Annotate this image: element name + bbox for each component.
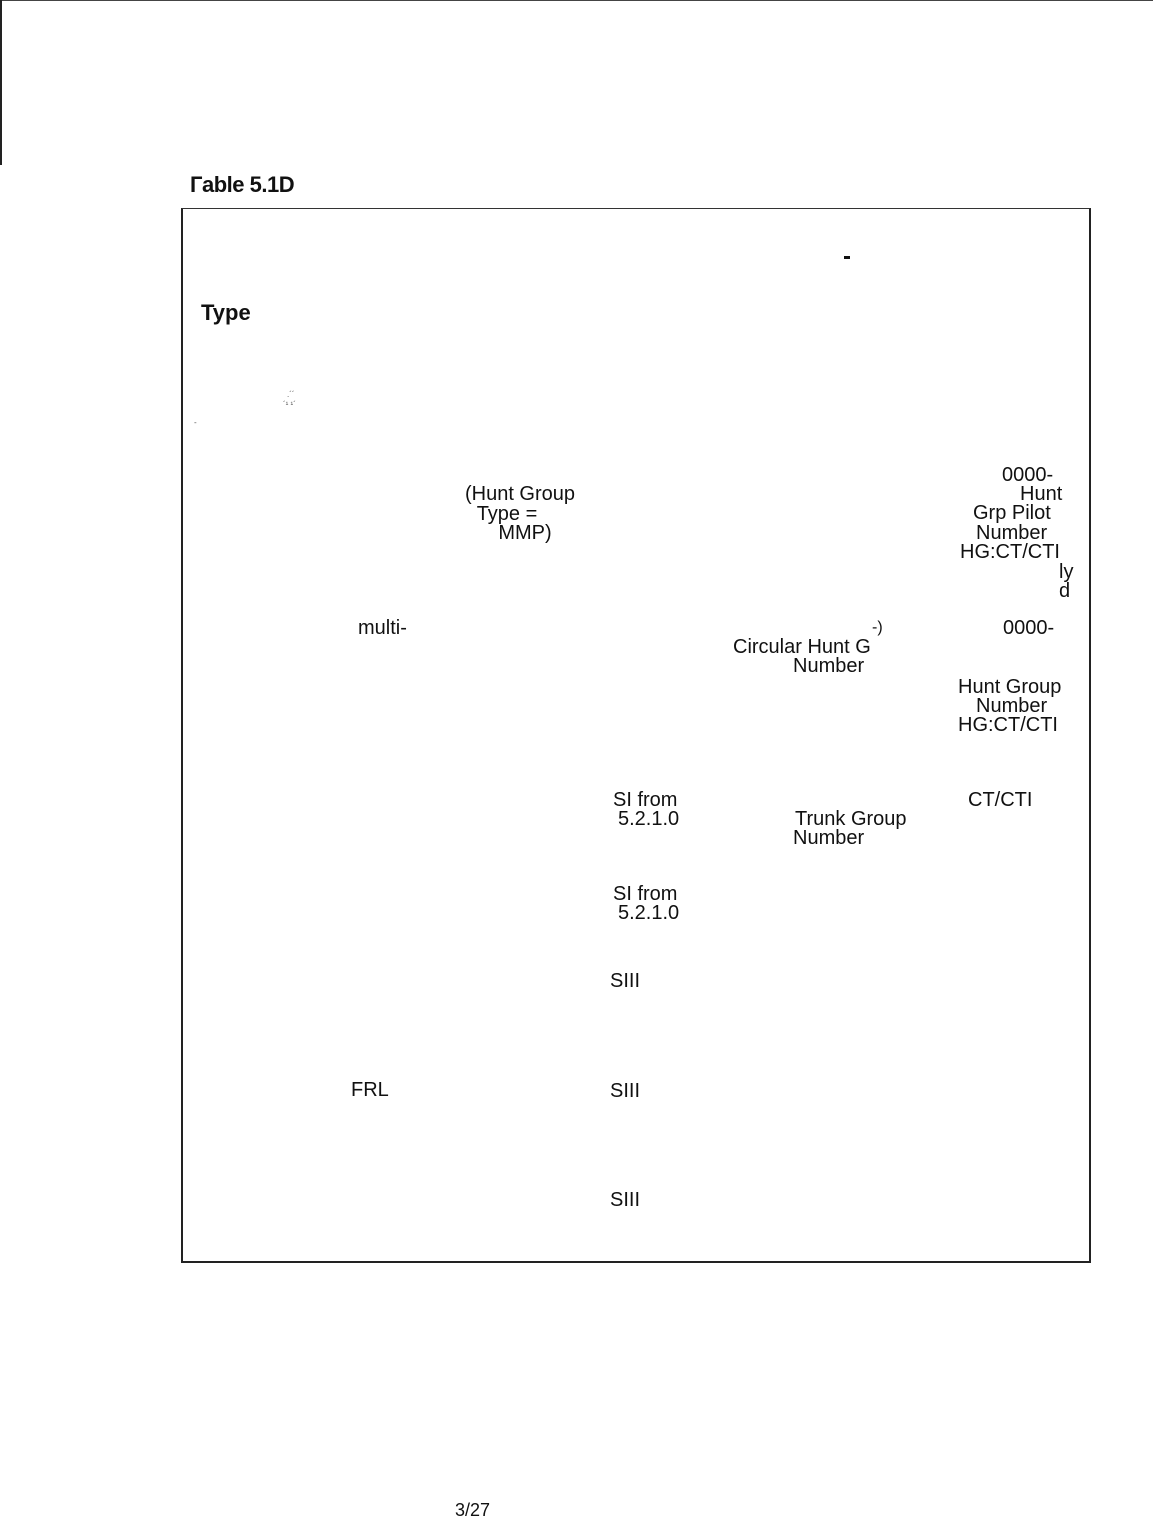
ct-cti-label: CT/CTI bbox=[968, 789, 1033, 811]
pilot-line6: ly bbox=[1059, 561, 1074, 583]
pilot-line3: Grp Pilot bbox=[973, 502, 1051, 524]
frl-label: FRL bbox=[351, 1079, 389, 1101]
pilot-line2: Hunt bbox=[1020, 483, 1063, 505]
hunt-line4: HG:CT/CTI bbox=[958, 714, 1058, 736]
table-caption: Гable 5.1D bbox=[190, 172, 295, 197]
hunt-group-type-line3: MMP) bbox=[498, 522, 552, 544]
hunt-line1: 0000- bbox=[1003, 617, 1055, 639]
pilot-line7: d bbox=[1059, 580, 1071, 602]
pilot-line1: 0000- bbox=[1002, 464, 1054, 486]
trunk-group-line2: Number bbox=[793, 827, 865, 849]
hunt-group-type-line1: (Hunt Group bbox=[464, 483, 576, 505]
header-type-label: Type bbox=[201, 300, 251, 325]
si-from-b-line1: SI from bbox=[613, 883, 678, 905]
si-from-b-line2: 5.2.1.0 bbox=[618, 902, 680, 924]
page-top-rule bbox=[0, 0, 1153, 1]
hunt-line3: Number bbox=[976, 695, 1048, 717]
circular-hunt-line2: Number bbox=[793, 655, 865, 677]
multi-label: multi- bbox=[358, 617, 407, 639]
siii-b: SIII bbox=[610, 1080, 641, 1102]
scan-mark-c: - bbox=[194, 418, 197, 427]
page-left-rule bbox=[0, 0, 2, 165]
hunt-line2: Hunt Group bbox=[958, 676, 1062, 698]
hunt-group-type-line2: Type = bbox=[476, 503, 538, 525]
pilot-line4: Number bbox=[976, 522, 1048, 544]
trunk-group-line1: Trunk Group bbox=[795, 808, 907, 830]
siii-a: SIII bbox=[610, 970, 641, 992]
scan-mark-a: .´´ bbox=[287, 390, 295, 399]
si-from-a-line1: SI from bbox=[613, 789, 678, 811]
circular-hunt-line1: Circular Hunt G bbox=[733, 636, 871, 658]
circular-paren: -) bbox=[872, 619, 883, 636]
header-dash-mark bbox=[844, 256, 850, 259]
table-frame bbox=[181, 208, 1091, 1263]
scan-mark-b: ´¹ ¹´ bbox=[283, 400, 296, 409]
pilot-line5: HG:CT/CTI bbox=[960, 541, 1060, 563]
siii-c: SIII bbox=[610, 1189, 641, 1211]
si-from-a-line2: 5.2.1.0 bbox=[618, 808, 680, 830]
